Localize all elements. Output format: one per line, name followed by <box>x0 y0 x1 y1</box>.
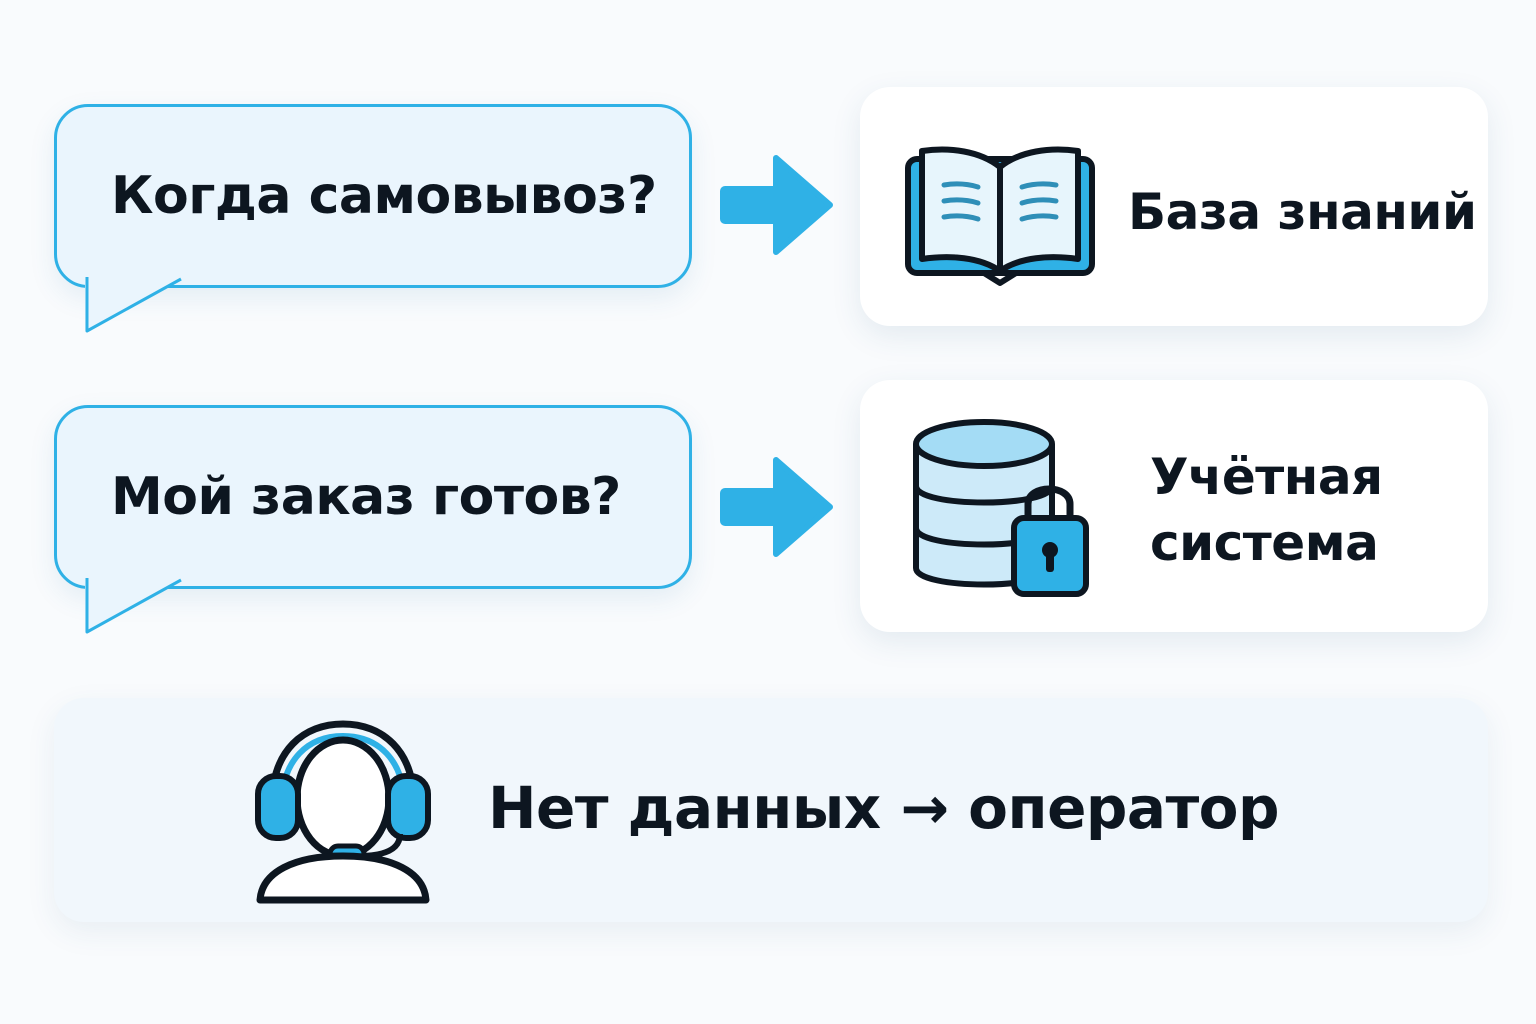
source-label-line-1: Учётная <box>1150 448 1383 506</box>
source-label-line-2: система <box>1150 514 1379 572</box>
question-text: Когда самовывоз? <box>111 166 657 226</box>
knowledge-base-card: База знаний <box>860 87 1488 326</box>
operator-fallback-panel: Нет данных → оператор <box>54 698 1488 922</box>
question-text: Мой заказ готов? <box>111 467 621 527</box>
fallback-label: Нет данных → оператор <box>488 774 1280 842</box>
right-arrow-icon <box>720 457 833 557</box>
operator-headset-icon <box>255 720 431 904</box>
book-icon <box>905 146 1095 286</box>
database-lock-icon <box>913 419 1089 597</box>
accounting-system-card: Учётная система <box>860 380 1488 632</box>
bubble-tail <box>85 277 183 333</box>
source-label-knowledge-base: База знаний <box>1128 183 1477 241</box>
source-label-accounting-system: Учётная система <box>1150 444 1383 576</box>
question-bubble-order-status: Мой заказ готов? <box>54 405 692 634</box>
bubble-tail <box>85 578 183 634</box>
right-arrow-icon <box>720 155 833 255</box>
question-bubble-pickup: Когда самовывоз? <box>54 104 692 333</box>
